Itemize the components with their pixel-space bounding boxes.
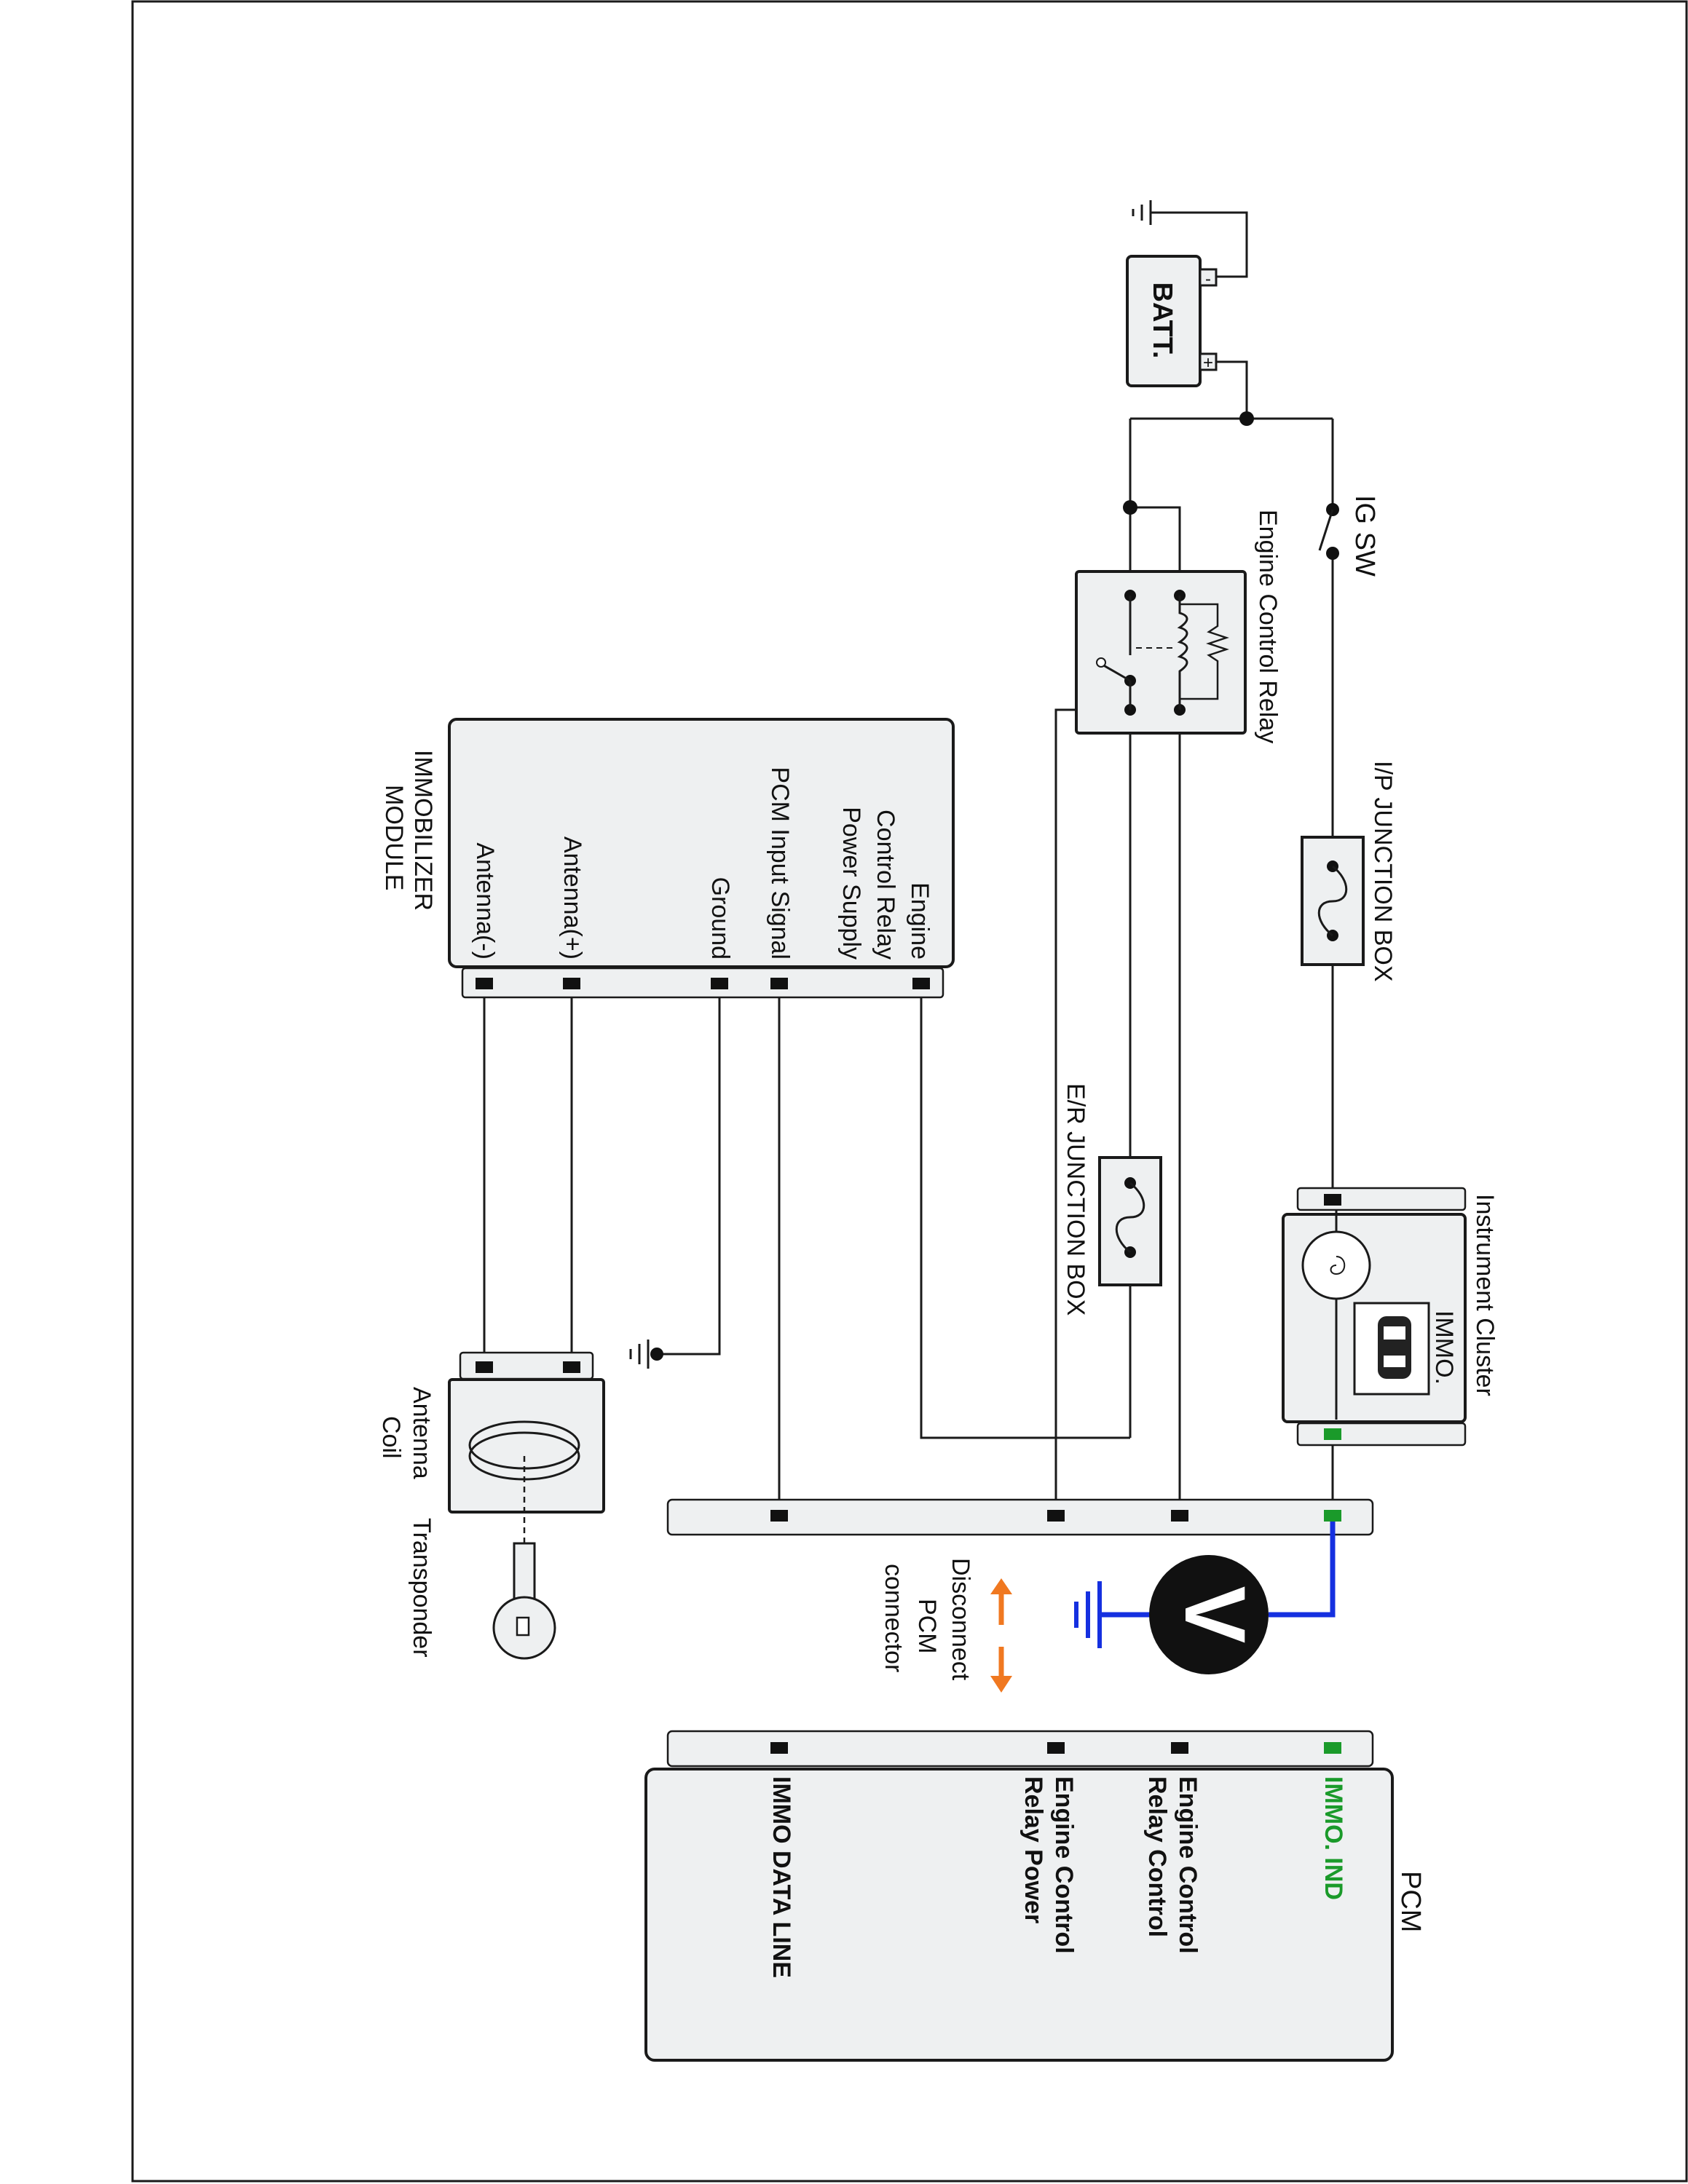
ignition-switch: IG SW — [1318, 495, 1380, 577]
fuse-icon — [1115, 1182, 1145, 1254]
battery: - + BATT. — [1126, 255, 1218, 387]
pcm: IMMO. IND Engine Control Relay Control E… — [644, 1730, 1426, 2062]
disconnect-note-line1: Disconnect — [947, 1558, 974, 1681]
wire-relay-bypass-top — [1130, 506, 1181, 596]
immo-indicator-label: IMMO. — [1430, 1310, 1458, 1385]
arrow-icon — [990, 1578, 1012, 1693]
disconnect-note-line3: connector — [880, 1564, 907, 1672]
junction-main — [1239, 411, 1254, 426]
immo-pin-power-line1: Engine — [906, 882, 934, 960]
engine-control-relay-label: Engine Control Relay — [1254, 510, 1282, 743]
immobilizer-module: Engine Control Relay Power Supply PCM In… — [380, 718, 955, 999]
probe-wire — [1269, 1522, 1336, 1618]
wire-battery-ground — [1151, 211, 1248, 278]
antenna-coil: Antenna Coil — [377, 1351, 605, 1543]
disconnect-note: Disconnect PCM connector — [880, 1558, 1012, 1693]
relay-coil-icon — [1177, 596, 1188, 710]
voltmeter-symbol: V — [1167, 1586, 1263, 1644]
antenna-coil-label-line2: Coil — [377, 1416, 405, 1459]
ground-icon — [1132, 200, 1152, 225]
battery-pos-mark: + — [1203, 353, 1213, 373]
immo-pin-antenna-plus: Antenna(+) — [559, 836, 586, 960]
er-junction-box-label: E/R JUNCTION BOX — [1062, 1083, 1089, 1315]
pcm-pin-relay-control-line1: Engine Control — [1174, 1776, 1202, 1954]
relay-contact — [1100, 596, 1132, 682]
disconnect-note-line2: PCM — [913, 1599, 941, 1654]
pcm-pin-relay-power-line1: Engine Control — [1050, 1776, 1078, 1954]
battery-label: BATT. — [1147, 282, 1178, 359]
pcm-pin-relay-control-line2: Relay Control — [1143, 1776, 1171, 1937]
immo-pin-pcm-input: PCM Input Signal — [766, 767, 794, 960]
instrument-cluster-label: Instrument Cluster — [1471, 1194, 1499, 1396]
ig-sw-label: IG SW — [1349, 495, 1380, 577]
pcm-pin-immo-data-line: IMMO DATA LINE — [768, 1776, 795, 1978]
voltmeter-probe: V — [1074, 1522, 1336, 1674]
immo-pin-ground: Ground — [706, 877, 734, 960]
immobilizer-module-title-line2: MODULE — [380, 785, 408, 890]
car-icon — [1378, 1316, 1411, 1379]
pcm-harness-connector — [666, 1498, 1374, 1536]
pcm-title: PCM — [1395, 1871, 1426, 1932]
transponder-label: Transponder — [408, 1518, 435, 1658]
fuse-icon — [1317, 865, 1348, 937]
battery-icon — [1126, 255, 1202, 387]
wire-relay-power — [1054, 708, 1076, 1514]
wire-immo-ground — [657, 986, 721, 1356]
transponder-key: Transponder — [408, 1518, 556, 1660]
battery-neg-mark: - — [1205, 269, 1211, 289]
ip-junction-box: I/P JUNCTION BOX — [1301, 761, 1397, 982]
pcm-pin-immo-ind: IMMO. IND — [1320, 1776, 1347, 1900]
key-icon — [492, 1542, 556, 1660]
immo-pin-antenna-minus: Antenna(-) — [471, 842, 499, 960]
ip-junction-box-label: I/P JUNCTION BOX — [1369, 761, 1397, 982]
junction-relay — [1123, 500, 1137, 515]
wire-er-to-immo-power — [920, 986, 1130, 1439]
immobilizer-module-title-line1: IMMOBILIZER — [409, 750, 437, 911]
immo-pin-power-line2: Control Relay — [872, 810, 899, 960]
ground-icon — [1074, 1581, 1102, 1648]
immo-pin-power-line3: Power Supply — [837, 807, 865, 960]
instrument-cluster: IMMO. Instrument Cluster — [1282, 1187, 1499, 1447]
engine-control-relay: Engine Control Relay — [1075, 510, 1282, 743]
voltmeter-icon — [1149, 1555, 1269, 1674]
switch-icon — [1318, 509, 1334, 551]
er-junction-box: E/R JUNCTION BOX — [1062, 1083, 1162, 1315]
ground-icon — [629, 1340, 663, 1369]
antenna-coil-label-line1: Antenna — [408, 1387, 435, 1479]
pcm-pin-relay-power-line2: Relay Power — [1019, 1776, 1047, 1923]
wire-battery-positive — [1206, 360, 1248, 419]
